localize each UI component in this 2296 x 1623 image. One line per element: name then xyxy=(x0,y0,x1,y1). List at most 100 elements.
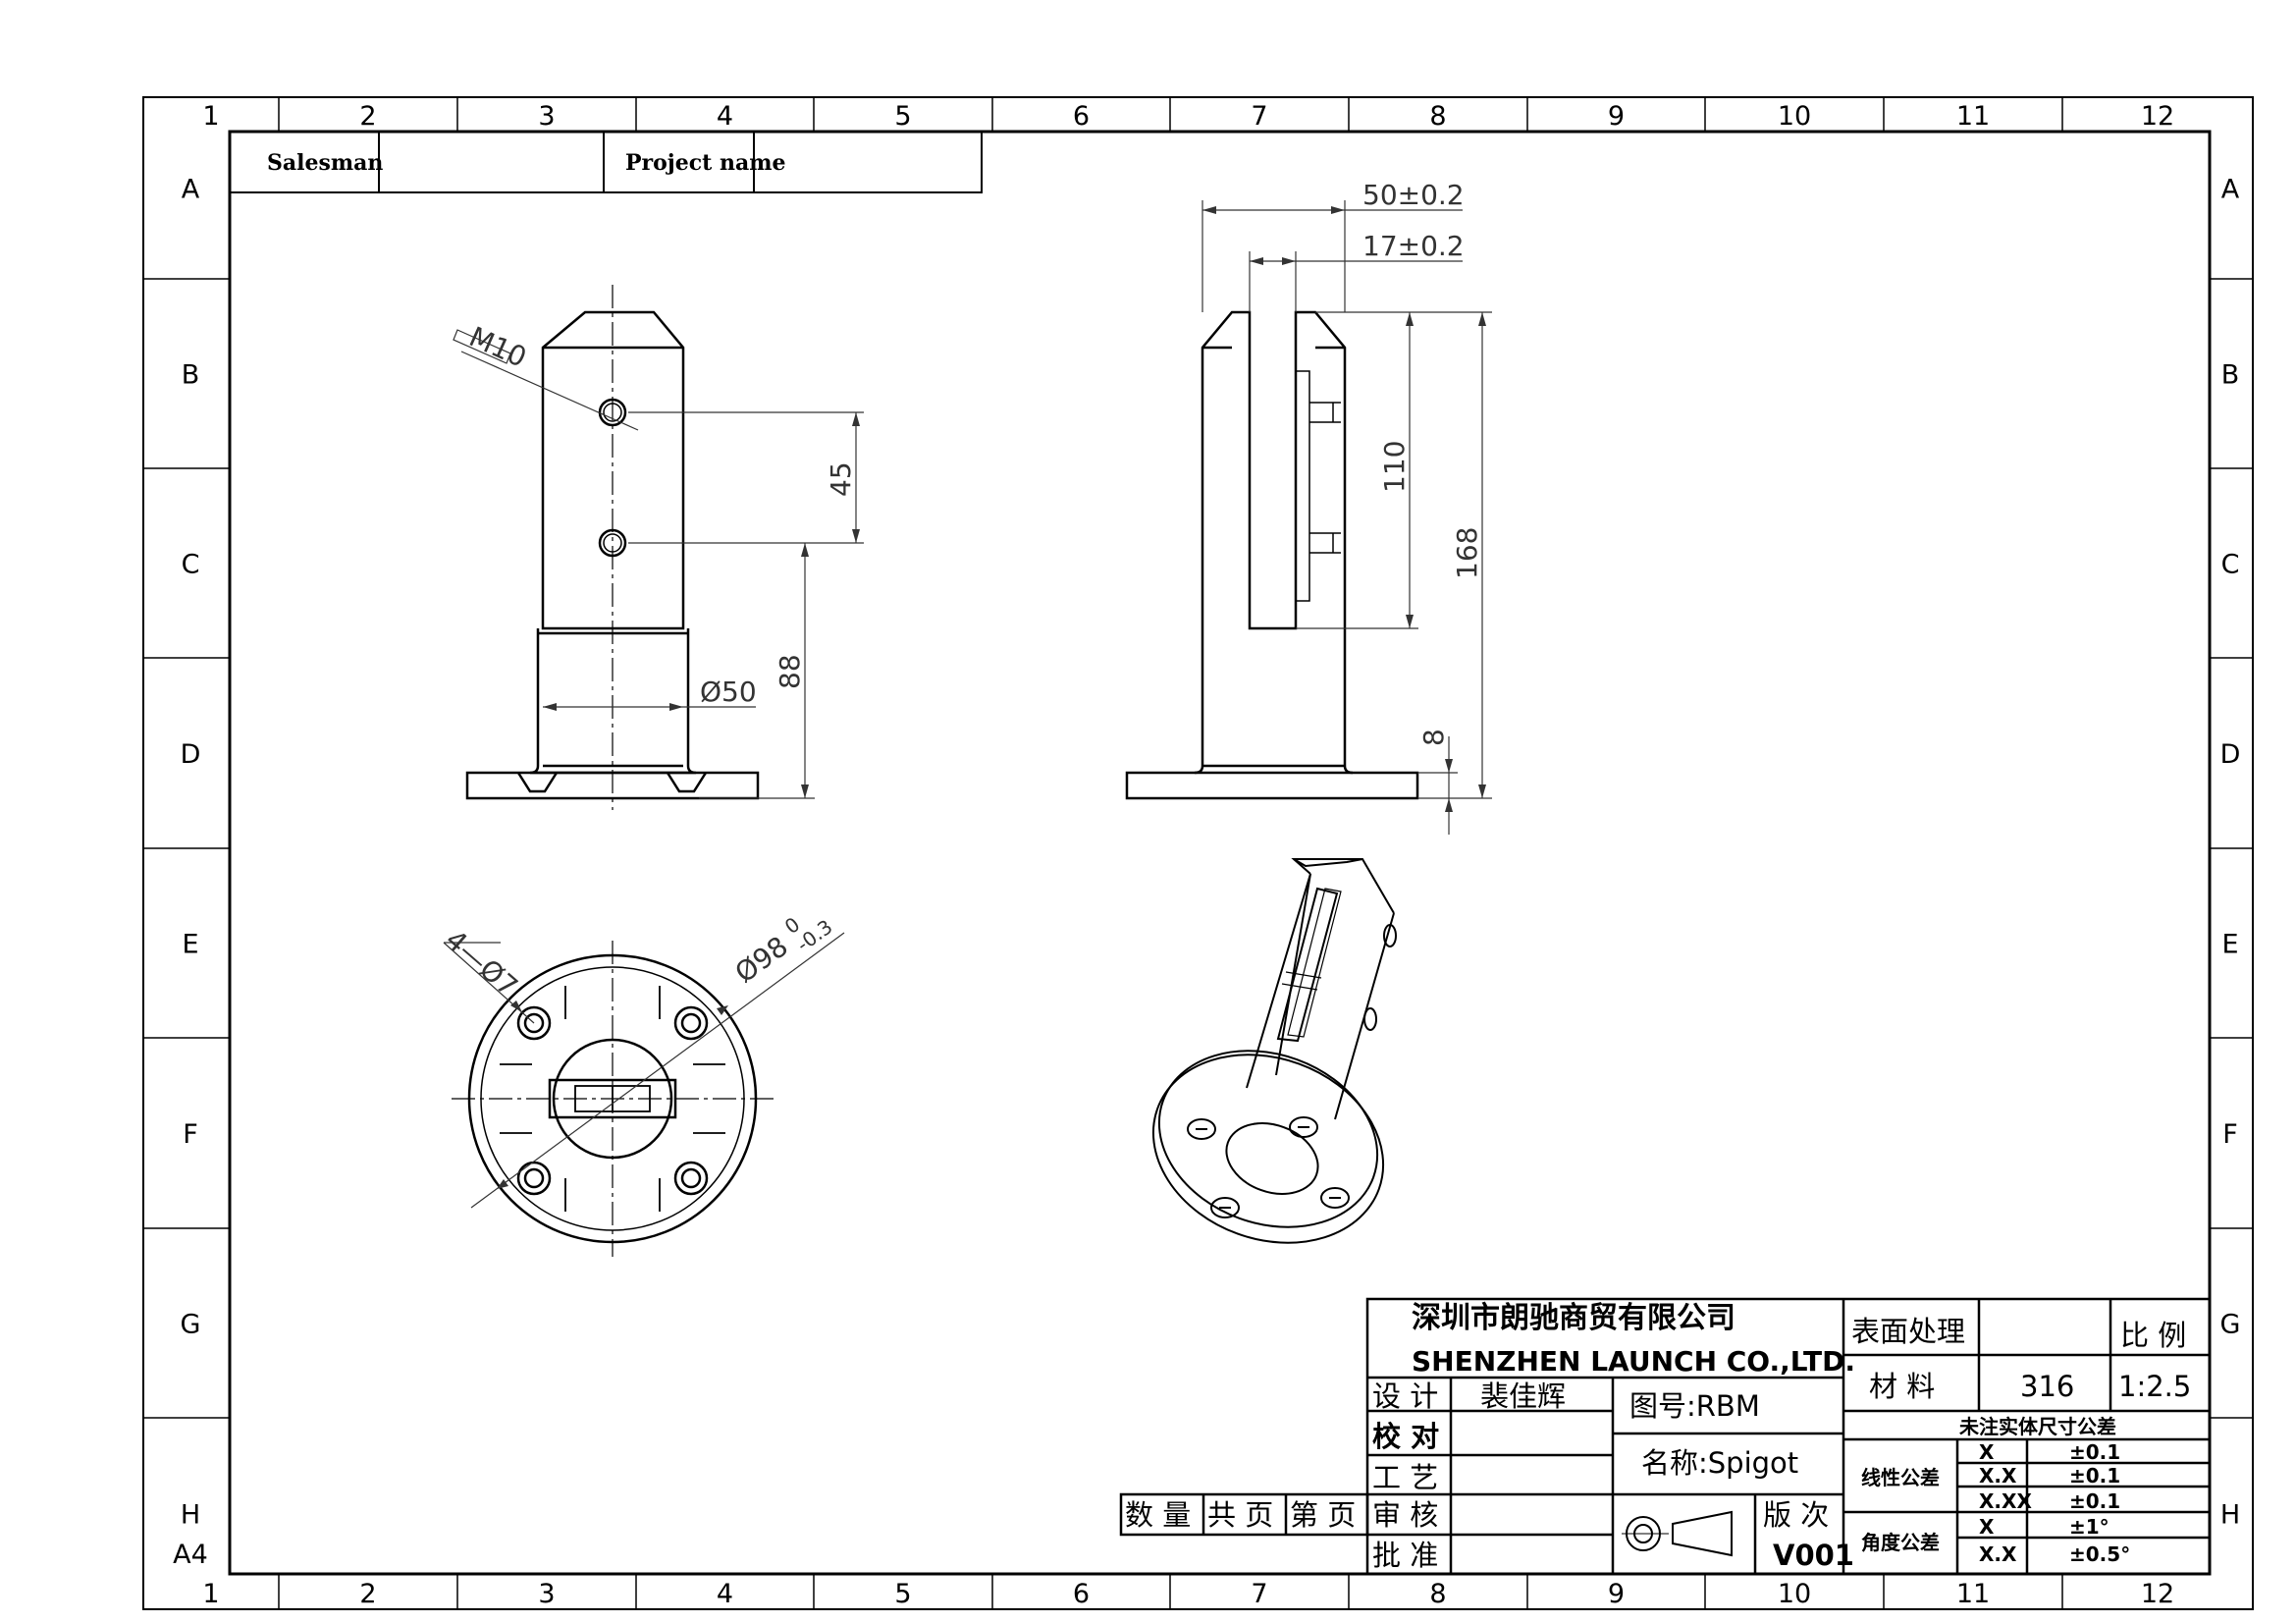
zone-col-label: 11 xyxy=(1956,1579,1990,1609)
tolerance-value: ±0.1 xyxy=(2069,1464,2120,1488)
scale-value: 1:2.5 xyxy=(2118,1370,2191,1403)
side-arrowheads xyxy=(1202,206,1486,812)
bolt-holes-dim: 4—Ø7 xyxy=(439,923,523,1002)
front-dimensions xyxy=(453,329,864,799)
design-label: 设 计 xyxy=(1372,1380,1438,1413)
flange-tol-lower: -0.3 xyxy=(792,915,837,956)
page-label: 第 页 xyxy=(1290,1498,1356,1532)
company-name-cn: 深圳市朗驰商贸有限公司 xyxy=(1412,1301,1735,1335)
overall-height-dim: 168 xyxy=(1451,527,1483,579)
check-label: 校 对 xyxy=(1372,1420,1439,1453)
material-label: 材 料 xyxy=(1869,1370,1935,1403)
hole-height-dim: 88 xyxy=(774,654,806,689)
zone-row-label: G xyxy=(181,1310,201,1340)
tolerance-format: X.X xyxy=(1979,1464,2017,1488)
header-block xyxy=(229,131,983,193)
zone-col-label: 5 xyxy=(894,1579,911,1609)
projection-symbol-icon xyxy=(1622,1510,1733,1557)
zone-row-label: C xyxy=(2221,550,2240,580)
quantity-label: 数 量 xyxy=(1125,1498,1191,1532)
tolerance-value: ±0.1 xyxy=(2069,1489,2120,1513)
tolerance-table: X±0.1X.X±0.1X.XX±0.1X±1°X.X±0.5° xyxy=(1979,1440,2130,1566)
zone-col-label: 1 xyxy=(202,1579,219,1609)
tolerance-format: X xyxy=(1979,1515,1995,1539)
zone-col-label: 7 xyxy=(1251,101,1267,132)
zone-col-label: 3 xyxy=(538,1579,555,1609)
zone-col-label: 7 xyxy=(1251,1579,1267,1609)
zone-col-label: 8 xyxy=(1429,1579,1446,1609)
zone-col-label: 5 xyxy=(894,101,911,132)
version-label: 版 次 xyxy=(1763,1498,1829,1532)
base-thickness-dim: 8 xyxy=(1417,729,1450,746)
zone-row-label: A xyxy=(2221,175,2240,205)
total-pages-label: 共 页 xyxy=(1207,1498,1273,1532)
tube-diameter-dim: Ø50 xyxy=(700,676,757,708)
slot-width-dim: 17±0.2 xyxy=(1362,230,1465,262)
zone-row-label: D xyxy=(2220,739,2241,770)
zone-row-label: B xyxy=(182,360,200,391)
tolerance-format: X.XX xyxy=(1979,1489,2032,1513)
angular-tolerance-label: 角度公差 xyxy=(1861,1531,1940,1554)
tolerance-format: X.X xyxy=(1979,1542,2017,1566)
designer-name: 裴佳辉 xyxy=(1480,1380,1566,1413)
zone-row-label: E xyxy=(182,930,198,960)
zone-col-label: 12 xyxy=(2141,1579,2174,1609)
process-label: 工 艺 xyxy=(1372,1461,1438,1494)
inner-frame xyxy=(228,130,2212,1576)
zone-row-label: H xyxy=(2220,1500,2240,1531)
zone-col-label: 4 xyxy=(717,1579,733,1609)
thread-label: M10 xyxy=(464,320,531,373)
zone-col-label: 8 xyxy=(1429,101,1446,132)
front-arrowheads xyxy=(543,412,860,798)
zone-col-label: 12 xyxy=(2141,101,2174,132)
zone-col-label: 2 xyxy=(359,1579,376,1609)
slot-depth-dim: 110 xyxy=(1378,441,1411,493)
salesman-label: Salesman xyxy=(267,150,383,176)
tolerance-format: X xyxy=(1979,1440,1995,1464)
zone-col-label: 3 xyxy=(538,101,555,132)
zone-row-label: G xyxy=(2220,1310,2241,1340)
zone-row-label: E xyxy=(2221,930,2238,960)
outer-frame xyxy=(142,96,2254,1610)
zone-col-label: 2 xyxy=(359,101,376,132)
title-block xyxy=(1119,1297,2212,1576)
zone-col-label: 6 xyxy=(1073,101,1090,132)
zone-col-label: 10 xyxy=(1778,101,1811,132)
sheet-size-label: A4 xyxy=(173,1540,208,1570)
surface-label: 表面处理 xyxy=(1851,1315,1965,1348)
zone-col-label: 1 xyxy=(202,101,219,132)
linear-tolerance-label: 线性公差 xyxy=(1861,1466,1940,1489)
version-value: V001 xyxy=(1773,1539,1854,1572)
company-name-en: SHENZHEN LAUNCH CO.,LTD. xyxy=(1412,1345,1855,1378)
drawing-number: 图号:RBM xyxy=(1629,1389,1760,1423)
scale-label: 比 例 xyxy=(2120,1319,2186,1352)
zone-col-label: 9 xyxy=(1608,101,1625,132)
zone-col-label: 9 xyxy=(1608,1579,1625,1609)
zone-col-label: 6 xyxy=(1073,1579,1090,1609)
zone-col-label: 10 xyxy=(1778,1579,1811,1609)
zone-row-label: F xyxy=(2222,1119,2238,1150)
approve-label: 批 准 xyxy=(1372,1539,1438,1572)
tolerance-title: 未注实体尺寸公差 xyxy=(1959,1415,2116,1438)
part-name: 名称:Spigot xyxy=(1641,1446,1798,1480)
zone-col-label: 4 xyxy=(717,101,733,132)
zone-row-label: C xyxy=(182,550,200,580)
zone-col-label: 11 xyxy=(1956,101,1990,132)
hole-spacing-dim: 45 xyxy=(825,461,857,497)
zone-row-label: F xyxy=(183,1119,198,1150)
zone-row-label: B xyxy=(2221,360,2240,391)
tolerance-value: ±0.5° xyxy=(2069,1542,2130,1566)
tolerance-value: ±1° xyxy=(2069,1515,2109,1539)
isometric-view xyxy=(1151,858,1397,1244)
material-value: 316 xyxy=(2020,1370,2074,1403)
flange-diameter-dim: Ø98 xyxy=(729,930,794,990)
zone-row-label: A xyxy=(182,175,200,205)
front-view xyxy=(465,310,760,800)
zone-row-label: D xyxy=(181,739,201,770)
bottom-centerlines xyxy=(452,941,775,1257)
project-name-label: Project name xyxy=(625,150,786,176)
overall-width-dim: 50±0.2 xyxy=(1362,179,1465,211)
tolerance-value: ±0.1 xyxy=(2069,1440,2120,1464)
